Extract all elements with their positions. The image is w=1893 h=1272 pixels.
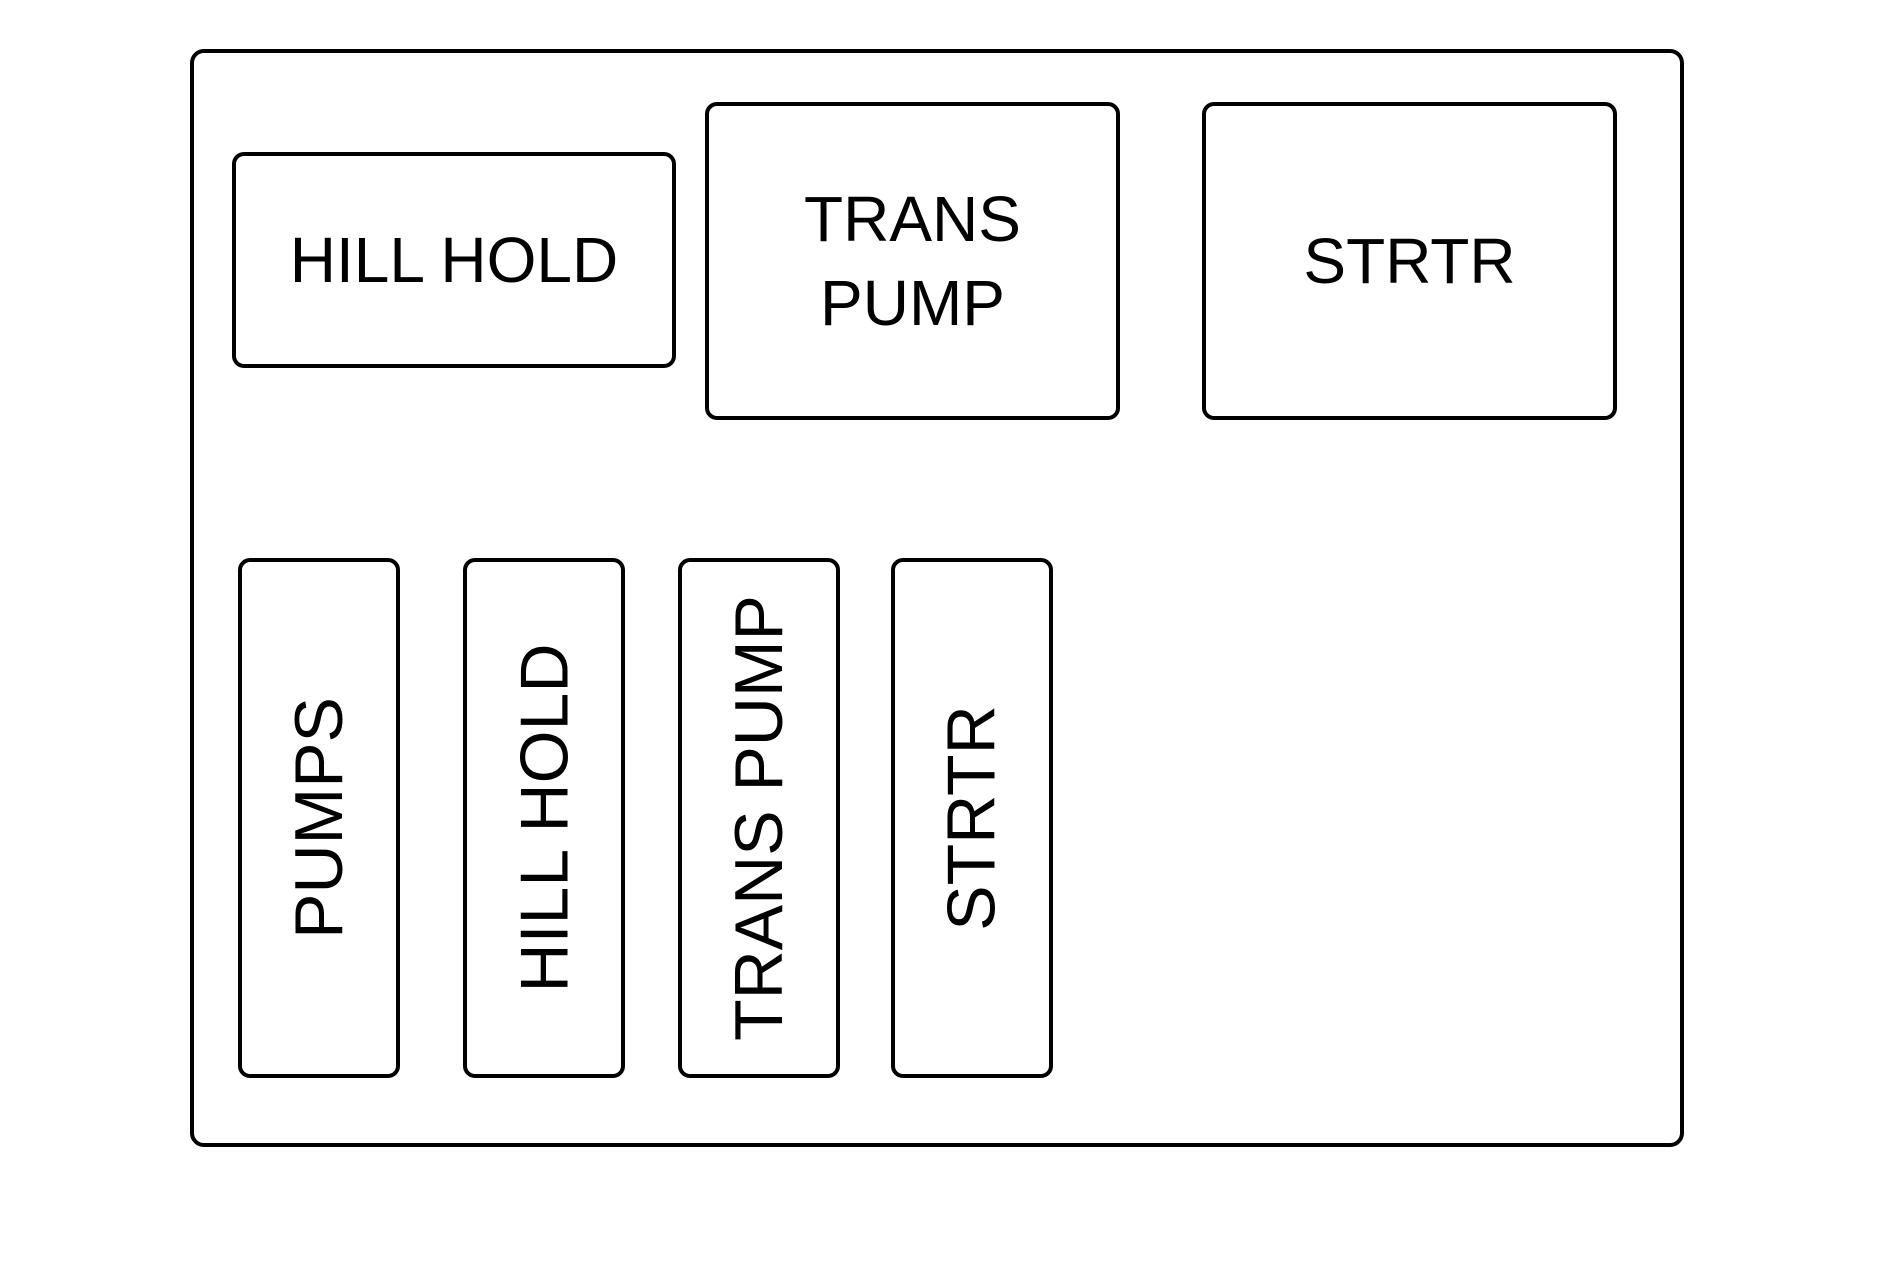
relay-trans-pump-label-line1: TRANS [804,183,1021,255]
relay-hill-hold-label: HILL HOLD [289,224,619,296]
relay-trans-pump: TRANS PUMP [705,102,1120,420]
fuse-strtr-label: STRTR [934,705,1011,931]
fuse-strtr: STRTR [891,558,1053,1078]
fuse-pumps-label: PUMPS [281,697,358,939]
relay-hill-hold: HILL HOLD [232,152,676,368]
fuse-trans-pump: TRANS PUMP [678,558,840,1078]
fuse-trans-pump-label: TRANS PUMP [721,595,798,1041]
relay-trans-pump-text: TRANS PUMP [804,177,1021,345]
relay-trans-pump-label-line2: PUMP [820,267,1005,339]
relay-strtr: STRTR [1202,102,1617,420]
fuse-pumps: PUMPS [238,558,400,1078]
fuse-hill-hold: HILL HOLD [463,558,625,1078]
relay-strtr-label: STRTR [1303,225,1516,297]
fuse-hill-hold-label: HILL HOLD [506,643,582,993]
fuse-block-panel: HILL HOLD TRANS PUMP STRTR PUMPS HILL HO… [190,49,1684,1147]
